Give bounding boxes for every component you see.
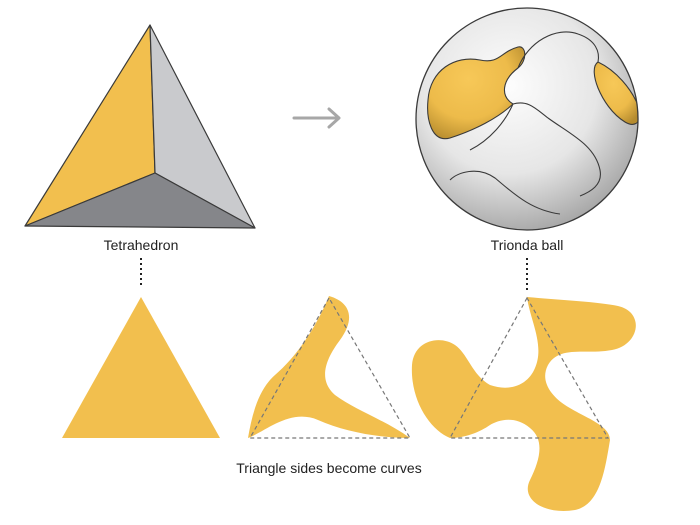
flat-triangle (62, 297, 220, 438)
ball-seam-mid (469, 103, 514, 151)
ball-seam-upper (517, 31, 600, 69)
tetrahedron (24, 24, 256, 229)
trionda-ball (415, 7, 639, 231)
trionda-ball-label: Trionda ball (491, 237, 564, 253)
tetrahedron-bottom-face (24, 172, 256, 229)
three-lobed-panel (411, 296, 636, 511)
ball-outline (415, 7, 639, 231)
ball-seam-lower (449, 170, 561, 215)
curved-triangle-guide (248, 296, 412, 439)
three-lobed-guide (448, 296, 610, 439)
right-arrow-icon (292, 107, 341, 129)
curves-caption: Triangle sides become curves (236, 460, 421, 476)
ball-seam-center (512, 102, 601, 197)
three-lobed-shape (411, 297, 636, 511)
curved-triangle (248, 296, 412, 439)
curved-triangle-shape (248, 296, 410, 438)
ball-yellow-panel-right (593, 61, 638, 125)
tetrahedron-label: Tetrahedron (104, 237, 179, 253)
